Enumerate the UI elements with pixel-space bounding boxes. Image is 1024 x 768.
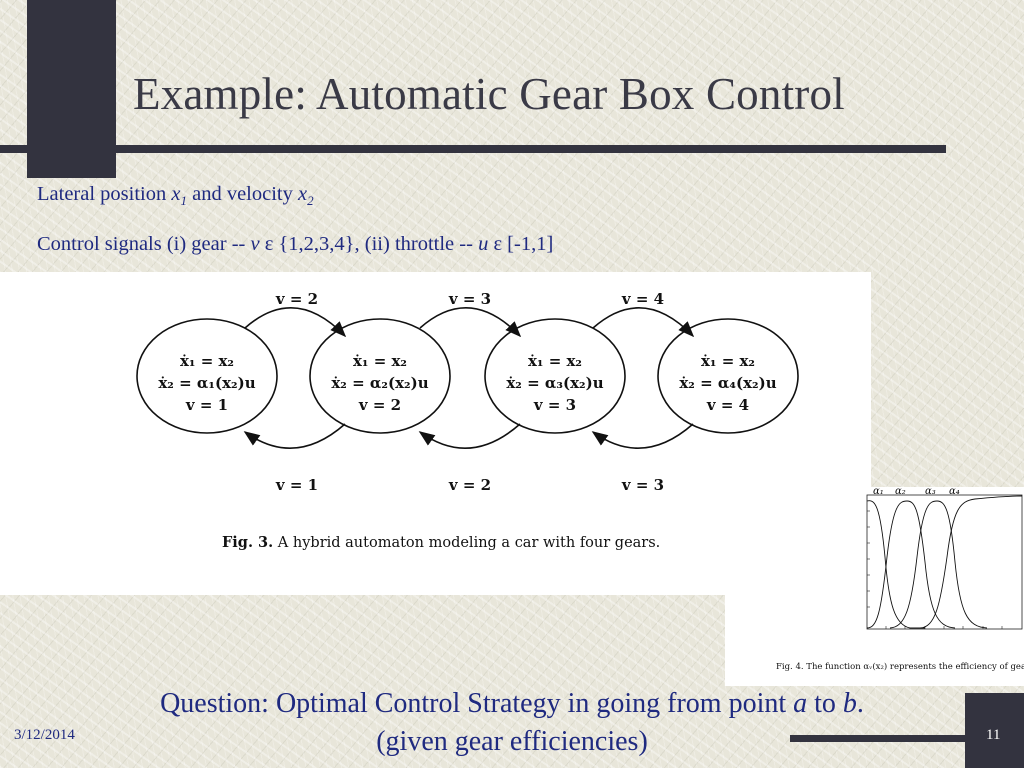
- upshift-arrow-1-2: [244, 307, 347, 338]
- lower-label-2: v = 2: [448, 476, 491, 494]
- slide-page-number: 11: [986, 727, 1001, 743]
- state-1-eq1: ẋ₁ = x₂: [180, 352, 234, 370]
- state-2-eq2: ẋ₂ = α₂(x₂)u: [331, 374, 428, 392]
- lower-label-3: v = 3: [621, 476, 664, 494]
- plot-frame: [866, 494, 1023, 630]
- state-4-eq1: ẋ₁ = x₂: [701, 352, 755, 370]
- state-gear-4: [657, 318, 799, 434]
- downshift-arrow-4-3: [591, 423, 694, 449]
- upshift-arrow-3-4: [592, 307, 695, 338]
- legend-alpha-4: α₄: [949, 487, 960, 497]
- figure-4-efficiency-plot: α₁ α₂ α₃ α₄ Fig. 4. The function αᵥ(x₂) …: [725, 487, 1024, 686]
- footer-accent-block: [965, 693, 1024, 768]
- upper-label-1: v = 2: [275, 290, 318, 308]
- upper-label-3: v = 4: [621, 290, 664, 308]
- curve-alpha-3: [889, 500, 988, 629]
- lower-label-1: v = 1: [275, 476, 318, 494]
- state-1-mode: v = 1: [185, 396, 228, 414]
- legend-alpha-2: α₂: [895, 487, 906, 497]
- curve-alpha-1: [866, 500, 925, 629]
- state-3-eq1: ẋ₁ = x₂: [528, 352, 582, 370]
- legend-alpha-1: α₁: [873, 487, 884, 497]
- footer-bar: [790, 735, 1024, 742]
- figure-4-caption: Fig. 4. The function αᵥ(x₂) represents t…: [776, 661, 1024, 672]
- title-underline-bar: [0, 145, 946, 153]
- state-gear-2: [309, 318, 451, 434]
- legend-alpha-3: α₃: [925, 487, 936, 497]
- slide-date: 3/12/2014: [14, 727, 75, 743]
- state-1-eq2: ẋ₂ = α₁(x₂)u: [158, 374, 255, 392]
- state-4-mode: v = 4: [706, 396, 749, 414]
- state-gear-1: [136, 318, 278, 434]
- upshift-arrow-2-3: [419, 307, 522, 338]
- bullet-state-variables: Lateral position x1 and velocity x2: [37, 183, 314, 209]
- upper-label-2: v = 3: [448, 290, 491, 308]
- state-gear-3: [484, 318, 626, 434]
- figure-3-caption: Fig. 3. A hybrid automaton modeling a ca…: [222, 534, 660, 551]
- slide-title: Example: Automatic Gear Box Control: [133, 69, 845, 119]
- curve-alpha-4: [919, 495, 1023, 629]
- question-text: Question: Optimal Control Strategy in go…: [0, 685, 1024, 761]
- state-2-mode: v = 2: [358, 396, 401, 414]
- efficiency-curves-plot: α₁ α₂ α₃ α₄ Fig. 4. The function αᵥ(x₂) …: [776, 487, 1024, 672]
- downshift-arrow-3-2: [418, 423, 521, 449]
- state-3-mode: v = 3: [533, 396, 576, 414]
- state-3-eq2: ẋ₂ = α₃(x₂)u: [506, 374, 603, 392]
- state-4-eq2: ẋ₂ = α₄(x₂)u: [679, 374, 776, 392]
- bullet-control-signals: Control signals (i) gear -- v ε {1,2,3,4…: [37, 233, 554, 255]
- state-2-eq1: ẋ₁ = x₂: [353, 352, 407, 370]
- automaton-diagram: v = 2 v = 3 v = 4 v = 1 v = 2 v = 3 ẋ₁ =…: [136, 290, 799, 551]
- question-line-1: Question: Optimal Control Strategy in go…: [160, 688, 864, 719]
- downshift-arrow-2-1: [243, 423, 346, 449]
- curve-alpha-2: [866, 500, 956, 629]
- question-line-2: (given gear efficiencies): [376, 726, 648, 757]
